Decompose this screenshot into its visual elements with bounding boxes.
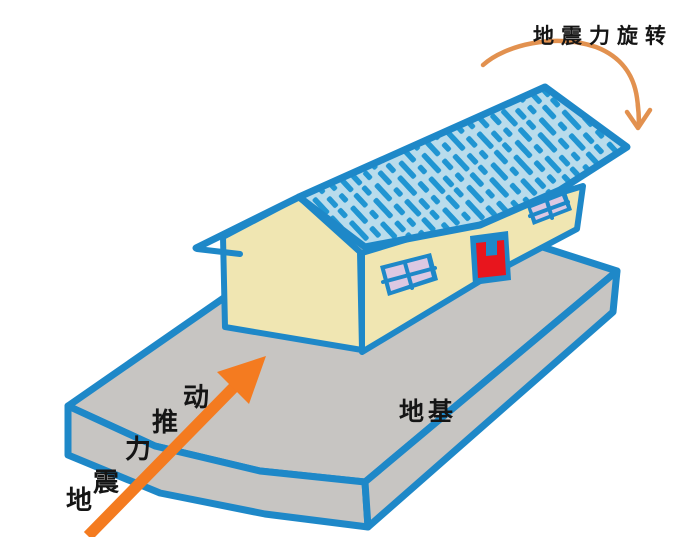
window-left-mullions (381, 261, 437, 290)
push-force-label-char-zhen: 震 (93, 468, 120, 498)
door-panel (476, 240, 506, 278)
roof-outline (295, 83, 631, 251)
window-right-mullions (528, 196, 570, 220)
push-arrow-head (217, 356, 266, 404)
push-arrow-shaft (83, 380, 242, 537)
window-right (527, 192, 572, 225)
door (470, 231, 511, 285)
push-force-label-char-li: 力 (125, 435, 152, 465)
slab-right-face (361, 267, 621, 531)
roof-left-eave-bar (194, 246, 243, 257)
roof-left-overhang (192, 193, 303, 252)
house (220, 183, 586, 355)
roof-slope-hatching (299, 87, 627, 247)
push-force-label-char-di: 地 (66, 486, 93, 516)
rotation-force-label: 地震力旋转 (533, 23, 673, 48)
push-force-label-char-dong: 动 (183, 383, 210, 413)
rotation-arrow-head (624, 107, 653, 131)
roof (192, 83, 631, 257)
push-force-label-char-tui: 推 (152, 408, 179, 438)
door-notch (486, 238, 497, 256)
window-left (380, 253, 438, 296)
rotation-arrow-curve (480, 38, 642, 129)
foundation-label: 地基 (399, 397, 458, 426)
push-force-arrow-icon (83, 356, 266, 537)
rotation-arrow-icon (480, 38, 653, 131)
